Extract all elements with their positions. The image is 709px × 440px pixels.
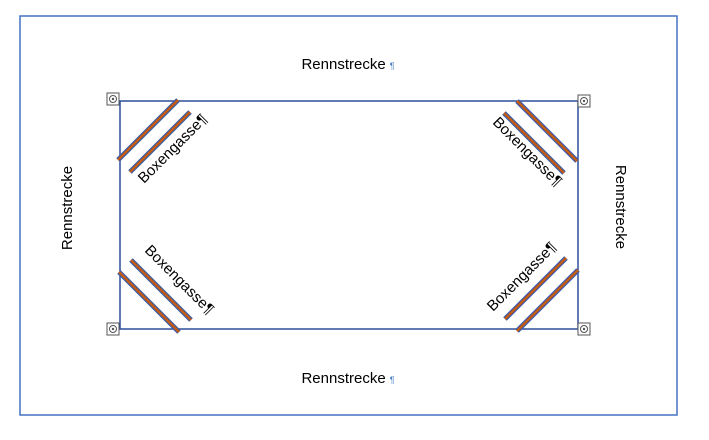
corner-anchor-icon <box>577 322 591 336</box>
track-label-bottom: Rennstrecke¶ <box>301 370 394 387</box>
pit-label-top-left: Boxengasse¶ <box>135 111 211 187</box>
track-label-right: Rennstrecke <box>612 165 629 249</box>
pit-bars-top-left-fill <box>117 99 191 173</box>
track-label-top: Rennstrecke¶ <box>301 56 394 73</box>
pit-bars-top-right-fill <box>503 100 578 174</box>
pit-bars-bottom-right-fill <box>504 257 579 332</box>
pit-bars-bottom-left-fill <box>118 259 192 333</box>
corner-anchor-icon <box>577 94 591 108</box>
corner-anchor-icon <box>106 92 120 106</box>
track-label-left: Rennstrecke <box>59 166 76 250</box>
pit-label-top-right: Boxengasse¶ <box>489 114 565 190</box>
inner-track <box>119 100 579 330</box>
outer-frame <box>19 15 678 416</box>
corner-anchor-icon <box>106 322 120 336</box>
